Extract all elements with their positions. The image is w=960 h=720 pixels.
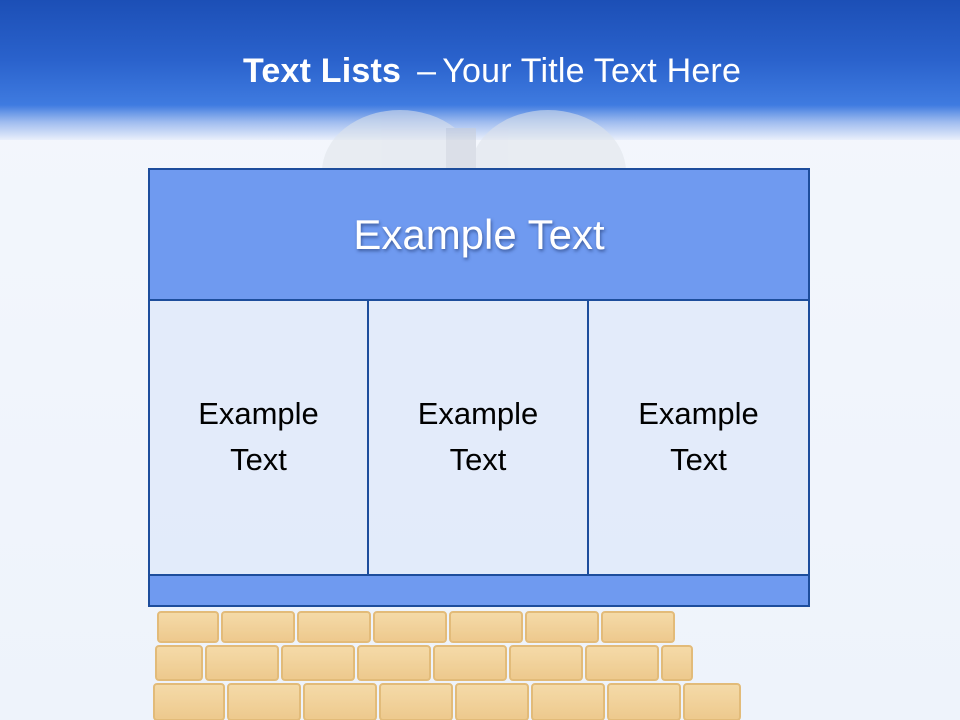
column-3-line-2: Text <box>670 441 727 477</box>
title-dash: – <box>417 52 437 90</box>
column-text-1: Example Text <box>169 391 349 483</box>
column-text-3: Example Text <box>609 391 789 483</box>
top-header-box: Example Text <box>148 168 810 301</box>
column-box-3: Example Text <box>587 299 810 576</box>
title-bold-part: Text Lists <box>242 52 402 90</box>
column-1-line-1: Example <box>198 395 319 431</box>
title-bar <box>0 0 960 140</box>
column-box-2: Example Text <box>367 299 589 576</box>
column-box-1: Example Text <box>148 299 369 576</box>
column-text-2: Example Text <box>388 391 568 483</box>
brick-wall <box>153 611 741 720</box>
column-3-line-1: Example <box>638 395 759 431</box>
column-2-line-2: Text <box>449 441 507 477</box>
top-header-text: Example Text <box>353 210 605 258</box>
column-1-line-2: Text <box>230 441 287 477</box>
title-rest-part: Your Title Text Here <box>442 52 742 90</box>
bottom-bar <box>148 576 810 607</box>
slide-title: Text Lists–Your Title Text Here <box>0 52 960 91</box>
text-list-diagram: Example Text Example Text Example Text E… <box>148 168 810 610</box>
column-2-line-1: Example <box>417 395 539 431</box>
